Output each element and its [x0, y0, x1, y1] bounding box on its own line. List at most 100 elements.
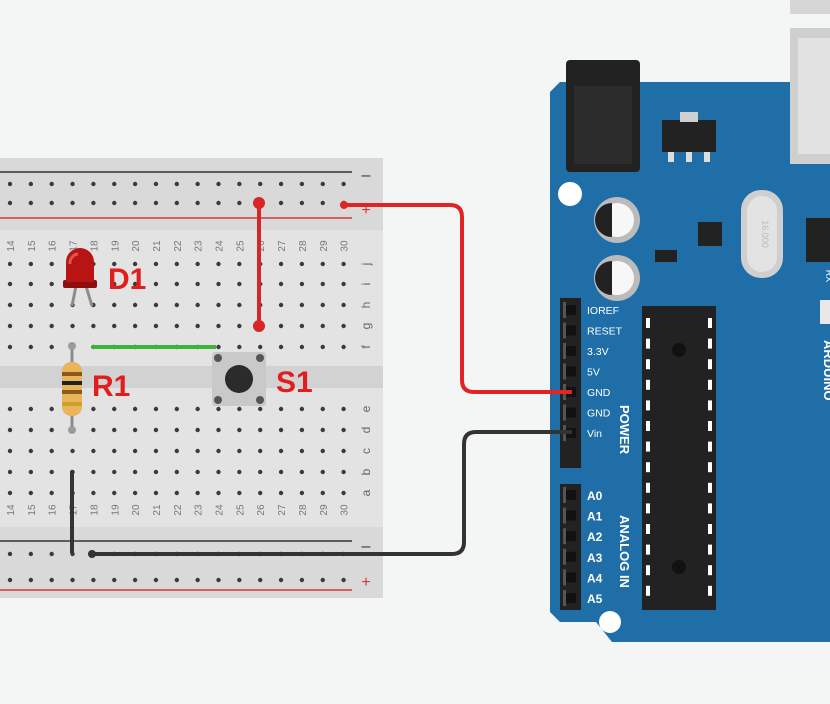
- rail-hole[interactable]: [299, 200, 305, 206]
- breadboard-hole[interactable]: [132, 302, 138, 308]
- breadboard-hole[interactable]: [91, 427, 96, 433]
- breadboard-hole[interactable]: [132, 490, 138, 496]
- rail-hole[interactable]: [237, 181, 242, 187]
- breadboard-hole[interactable]: [216, 261, 221, 267]
- breadboard-hole[interactable]: [299, 469, 305, 475]
- breadboard-hole[interactable]: [91, 406, 96, 412]
- breadboard-hole[interactable]: [132, 406, 138, 412]
- breadboard-hole[interactable]: [237, 427, 242, 433]
- breadboard-hole[interactable]: [153, 261, 159, 267]
- breadboard-hole[interactable]: [49, 302, 54, 308]
- breadboard-hole[interactable]: [112, 490, 117, 496]
- rail-hole[interactable]: [28, 577, 34, 583]
- wires[interactable]: [70, 197, 572, 558]
- breadboard-hole[interactable]: [195, 490, 200, 496]
- header-socket[interactable]: [566, 366, 576, 377]
- breadboard-hole[interactable]: [320, 406, 325, 412]
- rail-hole[interactable]: [91, 181, 96, 187]
- rail-hole[interactable]: [91, 200, 96, 206]
- breadboard-hole[interactable]: [49, 427, 54, 433]
- breadboard-hole[interactable]: [237, 490, 242, 496]
- breadboard-hole[interactable]: [112, 406, 117, 412]
- breadboard-hole[interactable]: [258, 469, 263, 475]
- breadboard-hole[interactable]: [195, 469, 200, 475]
- breadboard-hole[interactable]: [7, 427, 13, 433]
- breadboard-hole[interactable]: [216, 406, 221, 412]
- breadboard-hole[interactable]: [28, 323, 34, 329]
- breadboard-hole[interactable]: [7, 302, 13, 308]
- breadboard-hole[interactable]: [91, 490, 96, 496]
- breadboard-hole[interactable]: [278, 344, 284, 350]
- breadboard-hole[interactable]: [174, 490, 179, 496]
- rail-hole[interactable]: [70, 200, 75, 206]
- breadboard-hole[interactable]: [49, 261, 54, 267]
- breadboard-hole[interactable]: [132, 323, 138, 329]
- header-socket[interactable]: [566, 490, 576, 500]
- breadboard-hole[interactable]: [341, 302, 346, 308]
- breadboard-hole[interactable]: [278, 281, 284, 287]
- rail-hole[interactable]: [7, 181, 13, 187]
- breadboard-hole[interactable]: [112, 302, 117, 308]
- header-socket[interactable]: [566, 510, 576, 521]
- breadboard-hole[interactable]: [278, 448, 284, 454]
- breadboard-hole[interactable]: [341, 406, 346, 412]
- rail-hole[interactable]: [174, 577, 179, 583]
- breadboard-hole[interactable]: [153, 323, 159, 329]
- breadboard-hole[interactable]: [237, 302, 242, 308]
- breadboard-hole[interactable]: [258, 406, 263, 412]
- breadboard-hole[interactable]: [195, 302, 200, 308]
- breadboard-hole[interactable]: [278, 323, 284, 329]
- breadboard-hole[interactable]: [299, 427, 305, 433]
- breadboard-hole[interactable]: [195, 261, 200, 267]
- rail-hole[interactable]: [49, 551, 54, 557]
- breadboard-hole[interactable]: [278, 490, 284, 496]
- rail-hole[interactable]: [49, 200, 54, 206]
- pushbutton-s1[interactable]: [212, 352, 266, 406]
- breadboard-hole[interactable]: [278, 469, 284, 475]
- breadboard-hole[interactable]: [132, 427, 138, 433]
- breadboard-hole[interactable]: [320, 469, 325, 475]
- breadboard-hole[interactable]: [28, 448, 34, 454]
- breadboard-hole[interactable]: [278, 406, 284, 412]
- breadboard-hole[interactable]: [258, 344, 263, 350]
- rail-hole[interactable]: [132, 181, 138, 187]
- switch-button[interactable]: [225, 365, 253, 393]
- breadboard-hole[interactable]: [174, 281, 179, 287]
- rail-hole[interactable]: [258, 577, 263, 583]
- breadboard-hole[interactable]: [153, 490, 159, 496]
- rail-hole[interactable]: [112, 200, 117, 206]
- rail-hole[interactable]: [216, 577, 221, 583]
- breadboard-hole[interactable]: [216, 302, 221, 308]
- arduino-board[interactable]: 16.000 RX ARDUINO IOREFRESET3.3V5VGNDGND…: [550, 0, 830, 642]
- analog-header-sockets[interactable]: [563, 487, 576, 606]
- breadboard-hole[interactable]: [341, 427, 346, 433]
- breadboard-hole[interactable]: [7, 469, 13, 475]
- breadboard-hole[interactable]: [299, 490, 305, 496]
- breadboard-hole[interactable]: [258, 427, 263, 433]
- breadboard-hole[interactable]: [299, 406, 305, 412]
- breadboard-hole[interactable]: [195, 406, 200, 412]
- breadboard-hole[interactable]: [153, 302, 159, 308]
- breadboard-hole[interactable]: [153, 281, 159, 287]
- breadboard-hole[interactable]: [49, 344, 54, 350]
- rail-hole[interactable]: [216, 200, 221, 206]
- header-socket[interactable]: [566, 325, 576, 336]
- breadboard-hole[interactable]: [174, 323, 179, 329]
- rail-hole[interactable]: [320, 577, 325, 583]
- breadboard-hole[interactable]: [174, 302, 179, 308]
- breadboard-hole[interactable]: [112, 448, 117, 454]
- breadboard-hole[interactable]: [320, 261, 325, 267]
- breadboard-hole[interactable]: [320, 344, 325, 350]
- breadboard-hole[interactable]: [132, 281, 138, 287]
- breadboard-hole[interactable]: [237, 469, 242, 475]
- breadboard-hole[interactable]: [28, 406, 34, 412]
- breadboard-hole[interactable]: [341, 490, 346, 496]
- breadboard-hole[interactable]: [174, 406, 179, 412]
- breadboard-hole[interactable]: [153, 469, 159, 475]
- rail-hole[interactable]: [278, 181, 284, 187]
- rail-hole[interactable]: [153, 577, 159, 583]
- breadboard-hole[interactable]: [174, 469, 179, 475]
- wire-gnd[interactable]: [92, 430, 572, 556]
- header-socket[interactable]: [566, 407, 576, 418]
